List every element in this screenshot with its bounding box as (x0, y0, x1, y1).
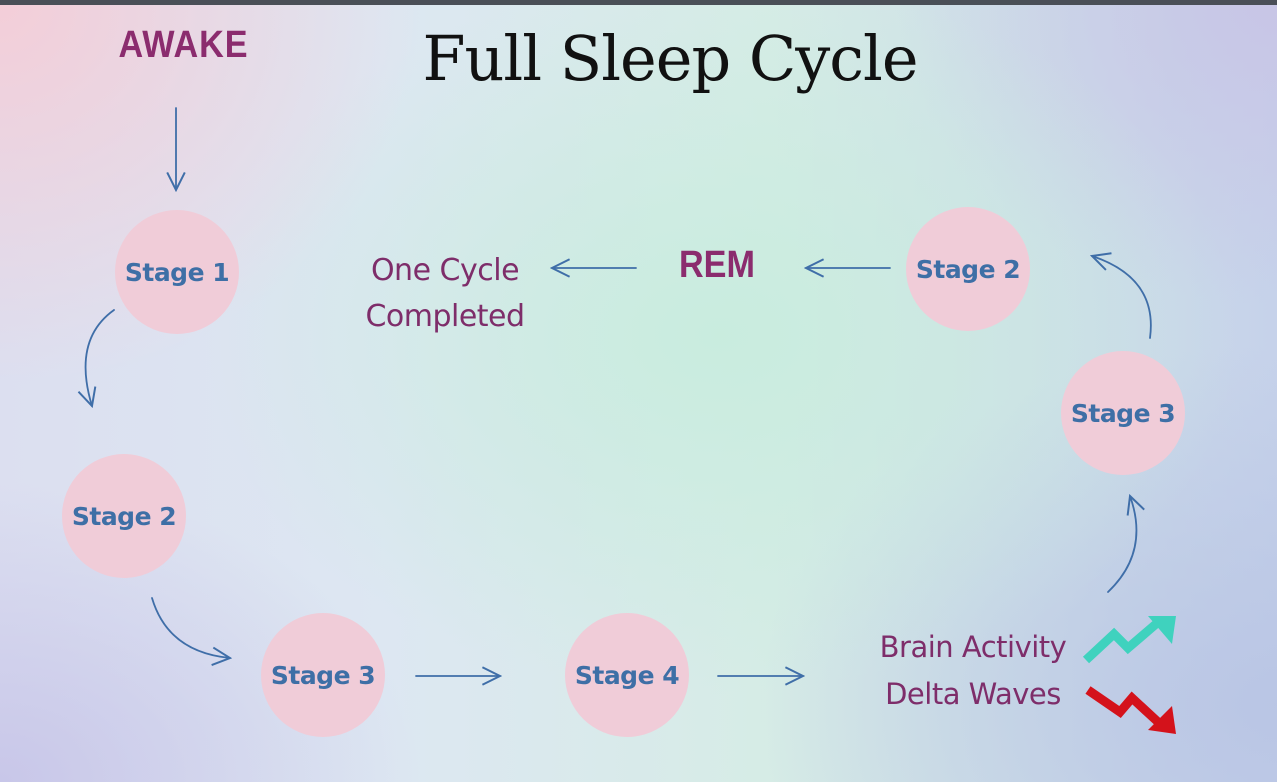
cycle-completed-line-2: Completed (365, 299, 525, 334)
page-title: Full Sleep Cycle (422, 22, 918, 95)
stage-3-return-label: Stage 3 (1070, 398, 1176, 428)
rem-label: REM (678, 244, 755, 286)
arrow-stage3-to-stage2 (1092, 256, 1152, 339)
stage-1-label: Stage 1 (124, 257, 230, 287)
stage-1-node: Stage 1 (115, 210, 239, 334)
arrow-up-to-stage3 (1107, 496, 1136, 593)
brain-activity-trend-icon (1082, 616, 1176, 664)
stage-3-label: Stage 3 (270, 660, 376, 690)
stage-3-return-node: Stage 3 (1061, 351, 1185, 475)
delta-waves-trend-icon (1085, 686, 1176, 734)
brain-activity-label: Brain Activity (879, 630, 1067, 664)
awake-label: AWAKE (118, 24, 249, 66)
arrow-stage1-to-stage2 (86, 309, 115, 406)
cycle-completed-text: One Cycle Completed (340, 248, 550, 340)
stage-4-node: Stage 4 (565, 613, 689, 737)
delta-waves-label: Delta Waves (885, 677, 1061, 711)
stage-4-label: Stage 4 (574, 660, 680, 690)
stage-2-label: Stage 2 (71, 501, 177, 531)
stage-2-return-label: Stage 2 (915, 254, 1021, 284)
stage-2-return-node: Stage 2 (906, 207, 1030, 331)
stage-2-node: Stage 2 (62, 454, 186, 578)
cycle-completed-line-1: One Cycle (370, 253, 520, 288)
stage-3-node: Stage 3 (261, 613, 385, 737)
window-top-bar (0, 0, 1277, 5)
arrow-stage2-to-stage3 (151, 597, 230, 658)
